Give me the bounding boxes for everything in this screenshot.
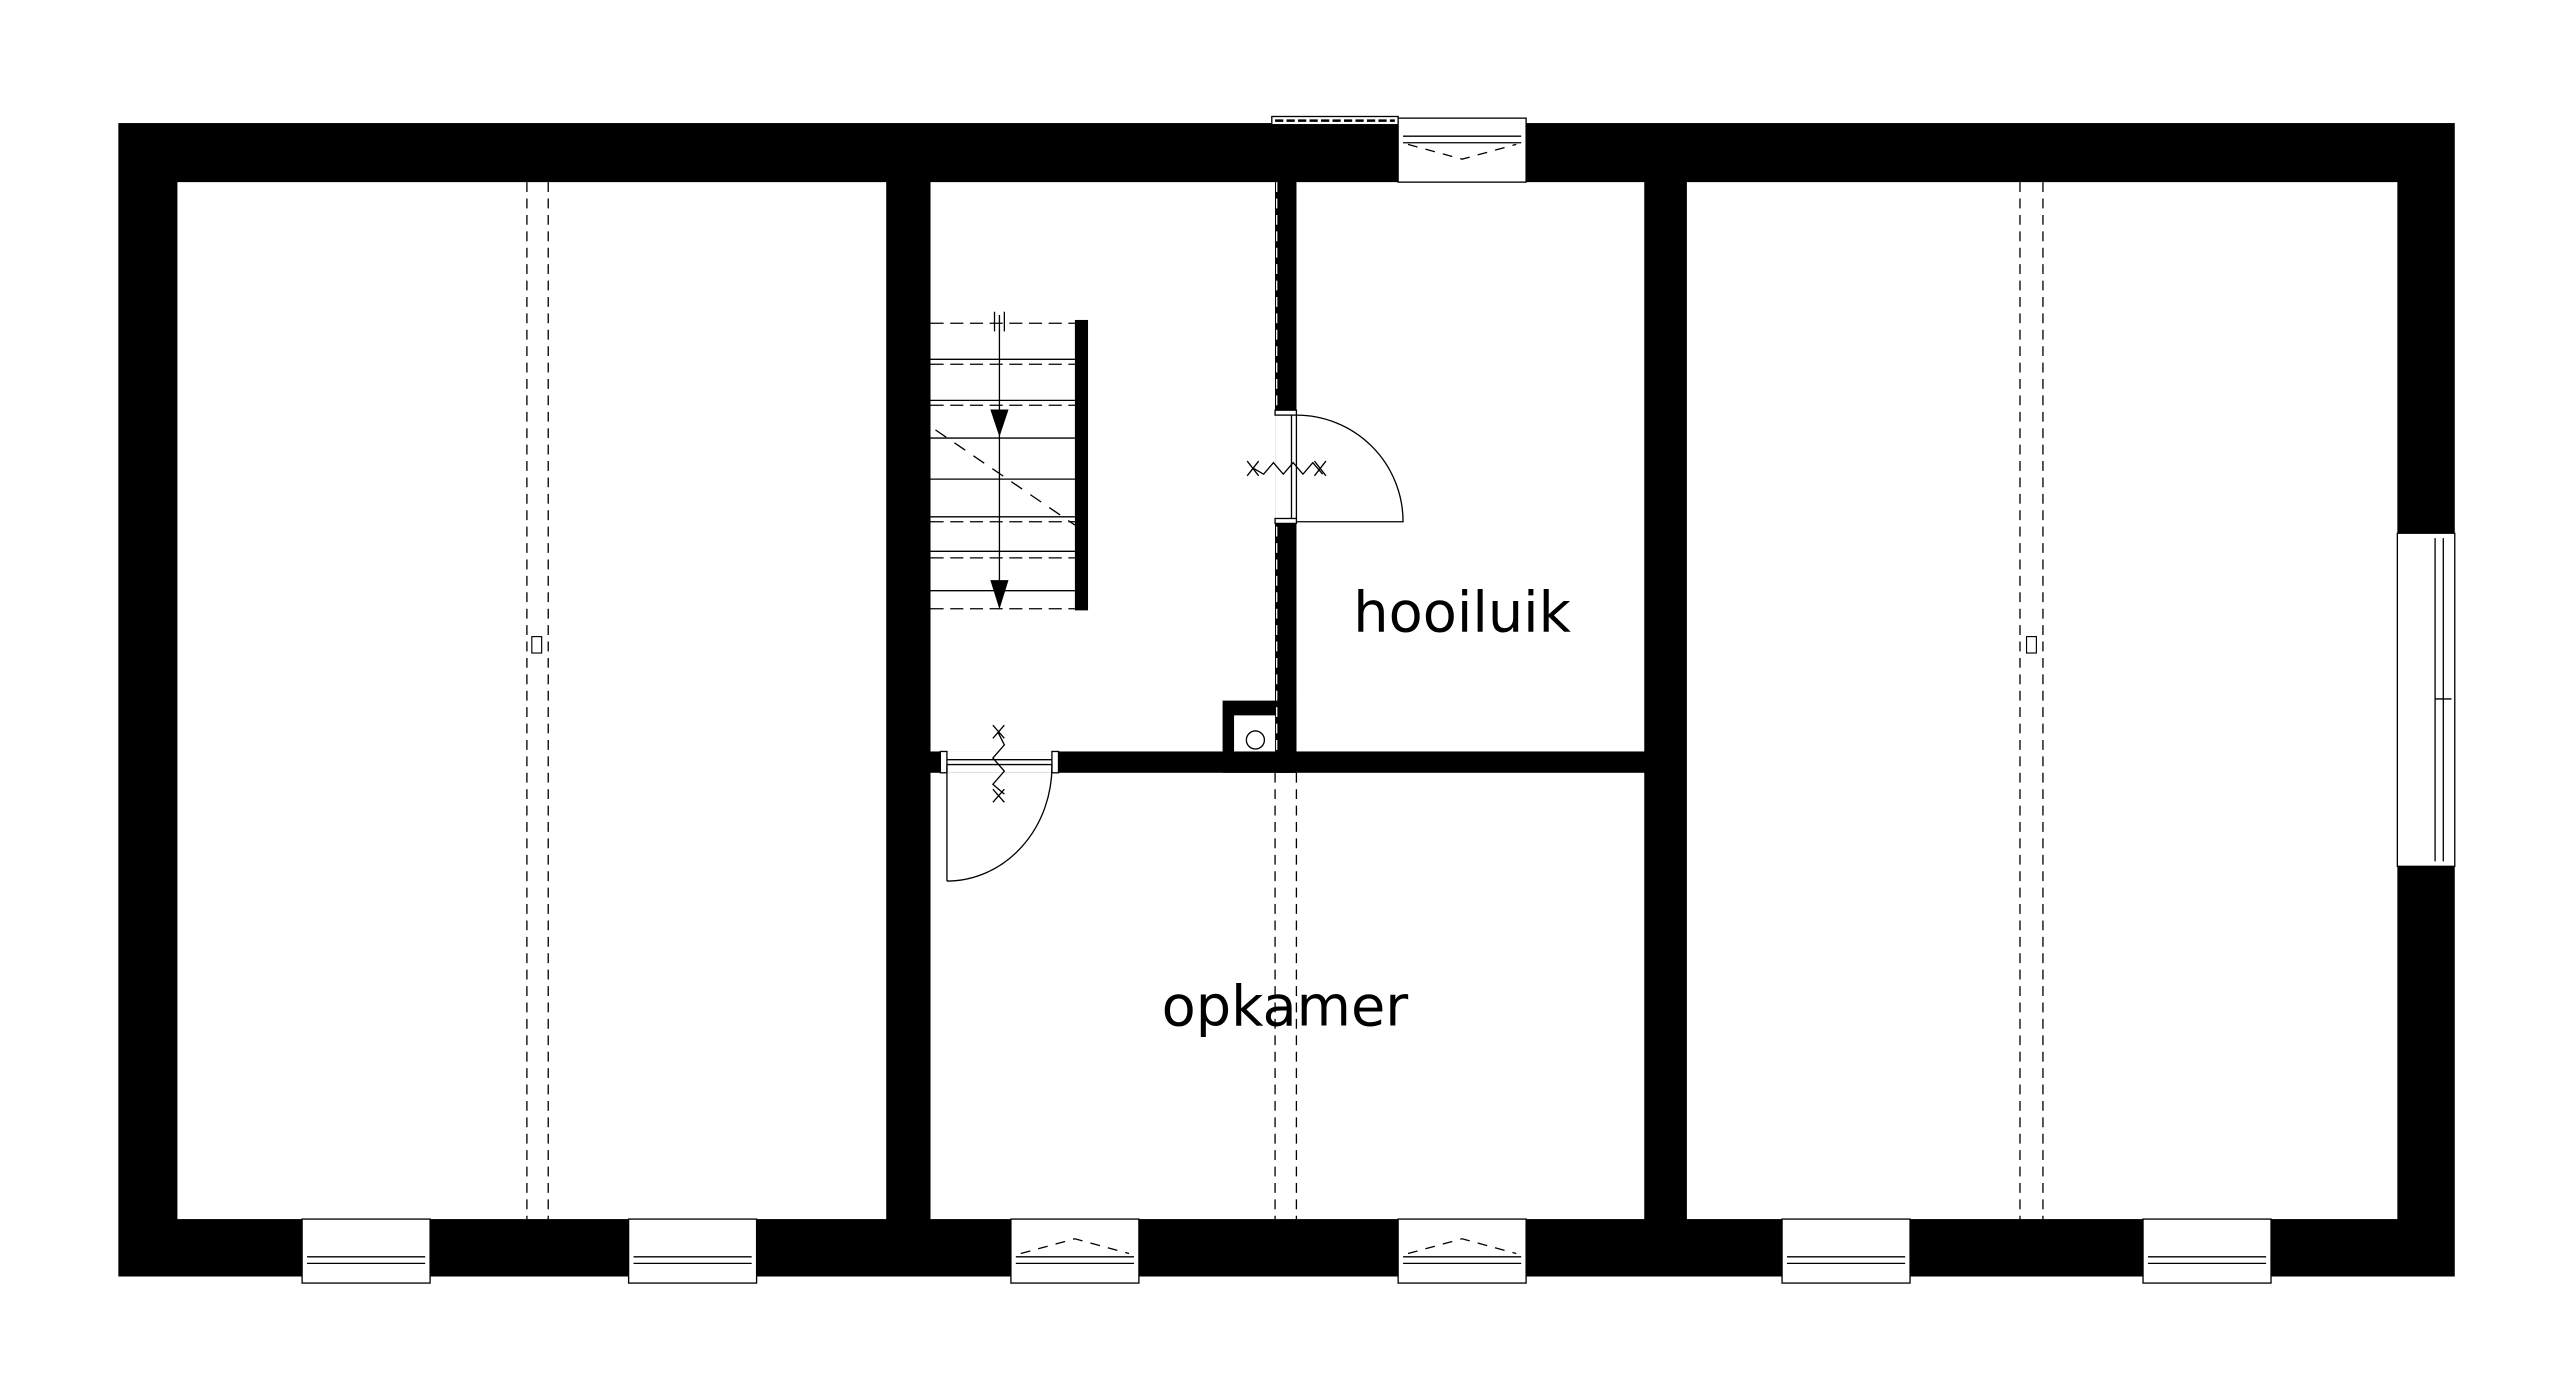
left-room-floor (177, 182, 887, 1220)
window-top (1271, 115, 1527, 183)
post-marker (2025, 636, 2037, 654)
window-opening (2397, 533, 2455, 867)
window-right (2396, 532, 2456, 867)
window (301, 1218, 431, 1284)
windows-bottom (301, 1218, 2272, 1284)
window (2142, 1218, 2272, 1284)
window (1781, 1218, 1911, 1284)
window (627, 1218, 758, 1284)
walls (118, 123, 2455, 1277)
door-opening (1275, 410, 1297, 522)
window (1397, 1218, 1527, 1284)
shaft-pipe-icon (1245, 730, 1266, 750)
arrow-down-icon (990, 409, 1009, 437)
door-opening (943, 751, 1059, 773)
right-room-floor (1686, 182, 2398, 1220)
hooiluik-floor (1296, 182, 1645, 752)
door-hooiluik[interactable] (1246, 409, 1404, 525)
shaft-opening (1234, 715, 1276, 752)
window (1010, 1218, 1140, 1284)
post-marker (531, 636, 543, 654)
staircase (930, 311, 1089, 611)
room-label-hooiluik: hooiluik (1353, 581, 1571, 646)
room-label-opkamer: opkamer (1162, 974, 1409, 1039)
arrow-down-icon (990, 580, 1009, 610)
stair-hall-floor (930, 182, 1276, 752)
opkamer-floor (930, 772, 1645, 1220)
door-opkamer[interactable] (939, 724, 1060, 882)
